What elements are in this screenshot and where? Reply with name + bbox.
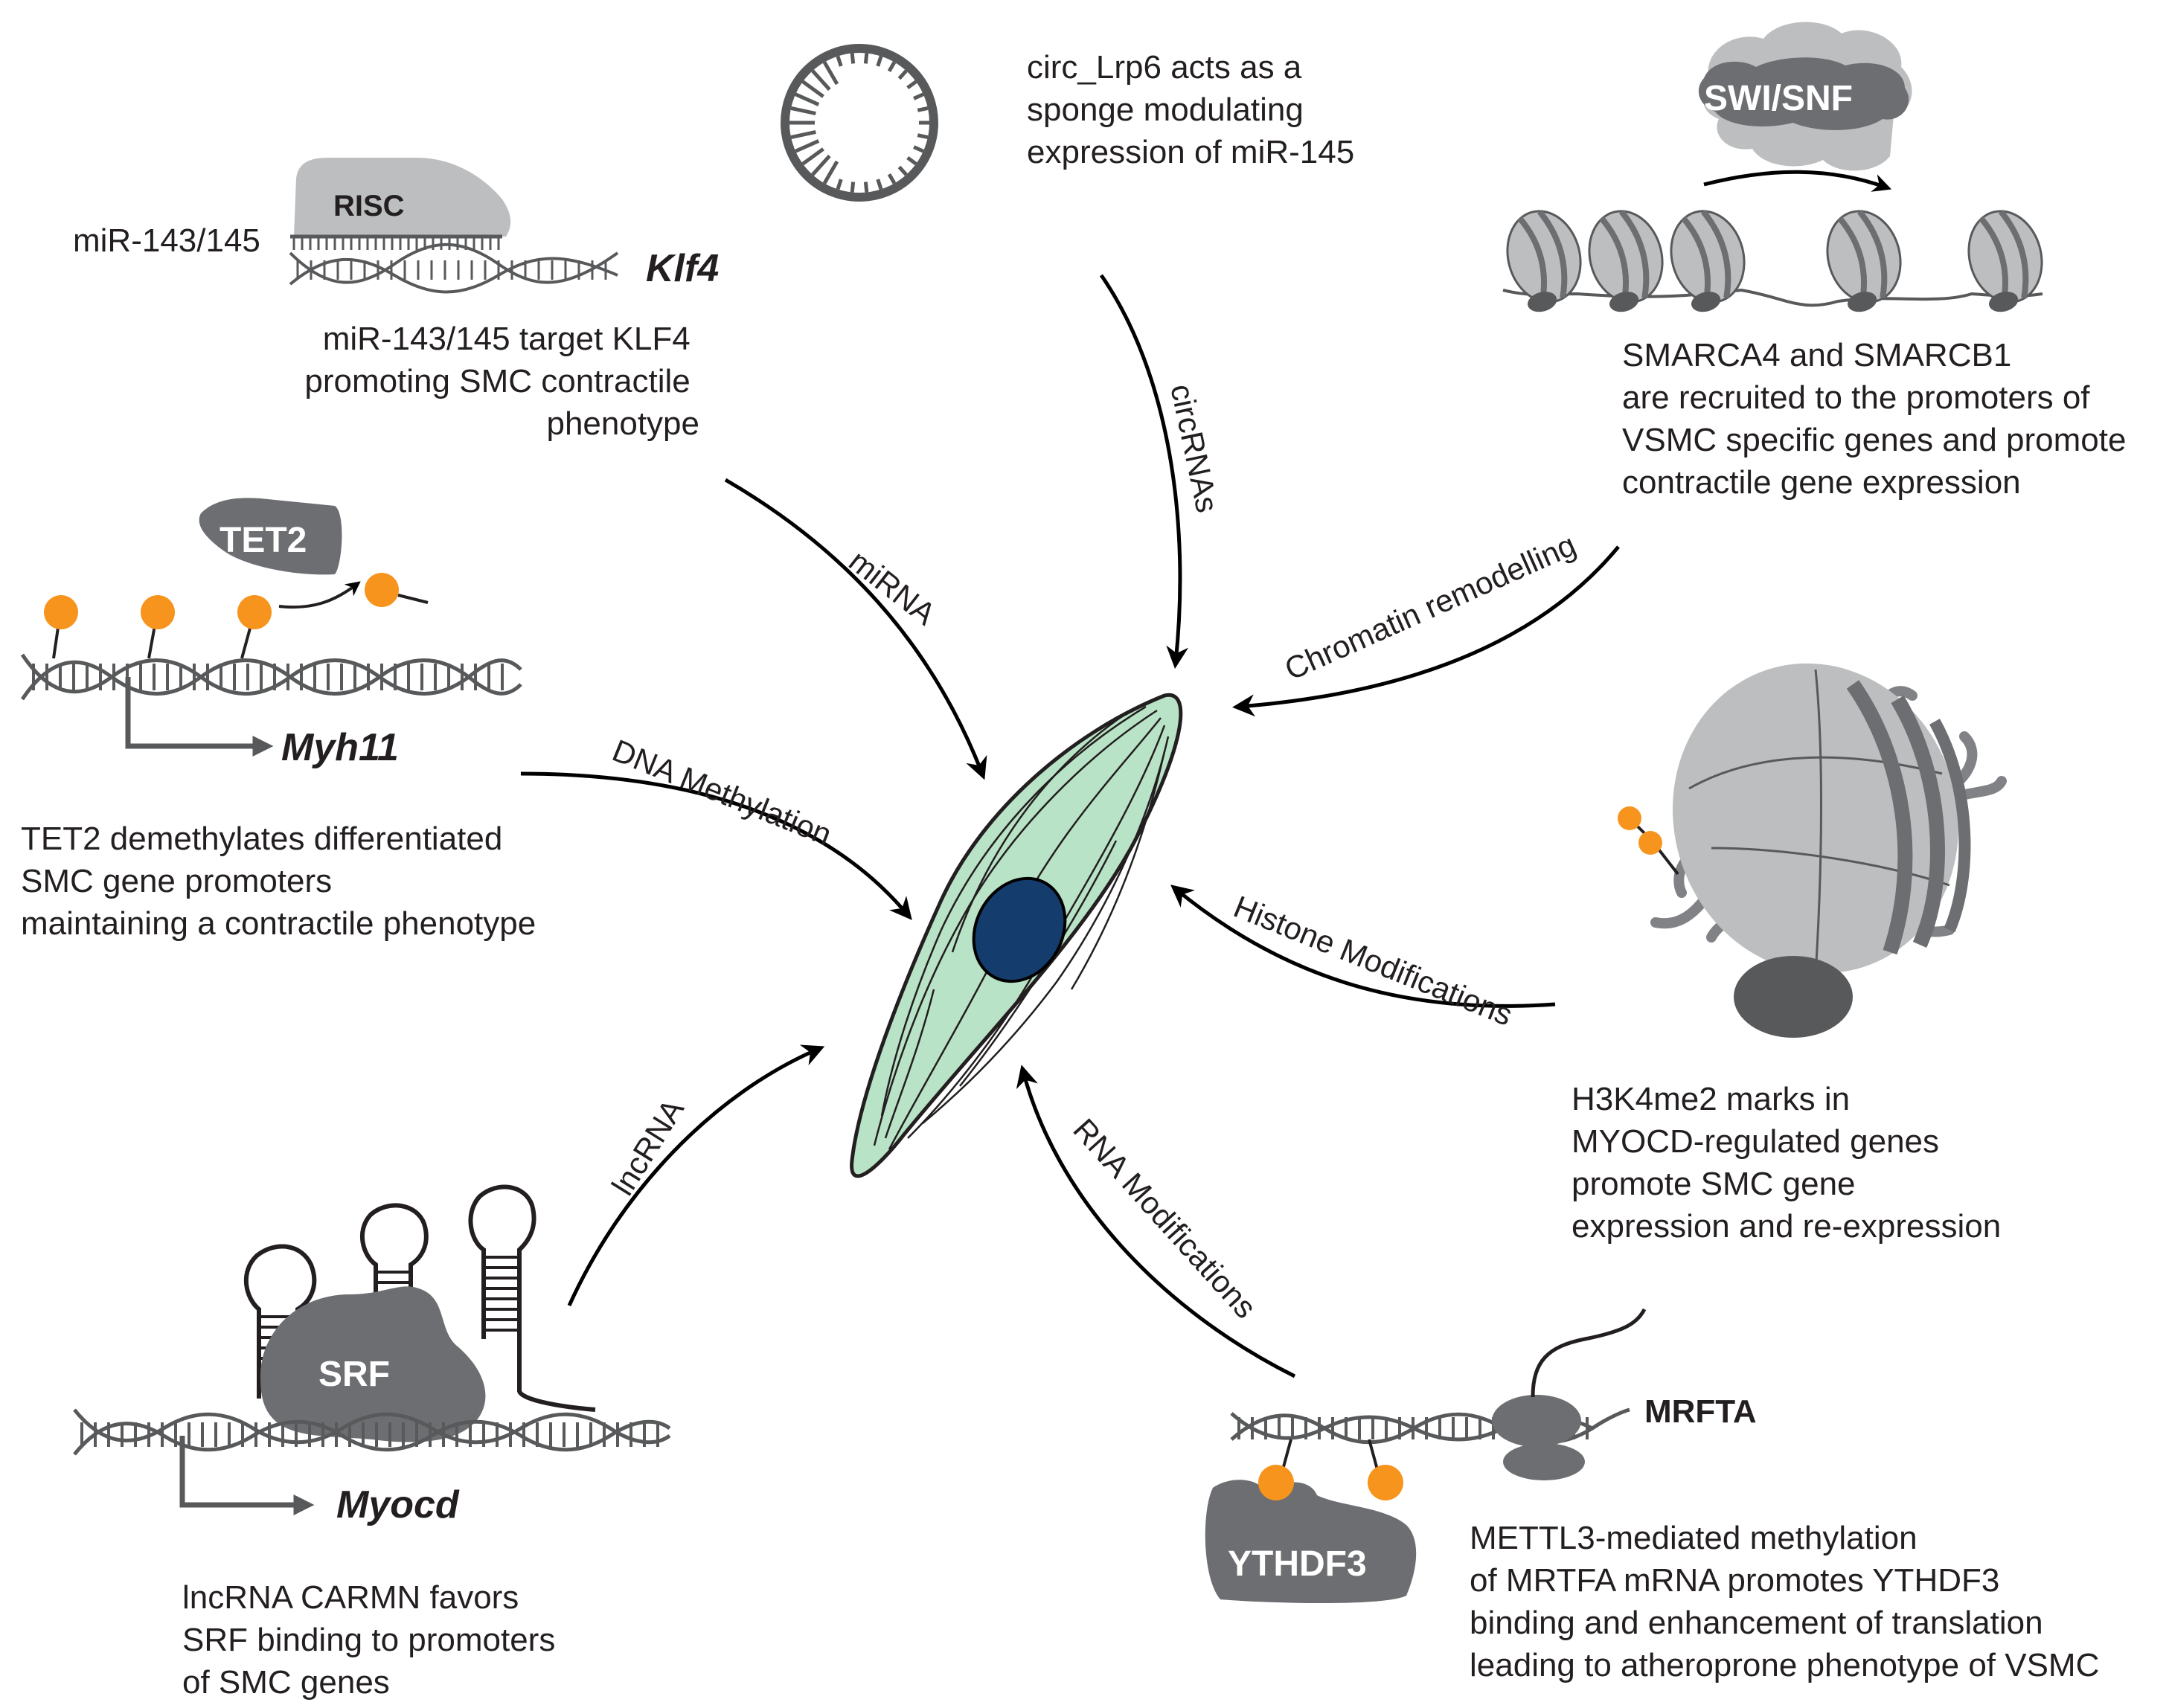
nucleosome (1506, 209, 1582, 312)
histone-modifications-arrow-label: Histone Modifications (1229, 889, 1518, 1033)
arrows (520, 274, 1620, 1378)
klf4-gene-label: Klf4 (646, 247, 719, 290)
lncrna-caption: lncRNA CARMN favors SRF binding to promo… (182, 1579, 565, 1701)
rna-modifications-module: MRFTA YTHDF3 METTL3-mediated methylation… (1205, 1308, 2099, 1683)
mrfta-label: MRFTA (1644, 1393, 1757, 1430)
circrna-bases (789, 53, 929, 193)
dna-methylation-module: TET2 Myh11 TET2 demethylates differentia… (20, 498, 536, 942)
nascent-peptide (1531, 1308, 1647, 1398)
mirna-caption: miR-143/145 target KLF4 promoting SMC co… (304, 321, 699, 442)
m6a-marks (1258, 1439, 1403, 1500)
circrna-module: circ_Lrp6 acts as a sponge modulating ex… (781, 44, 1354, 202)
myocd-gene-label: Myocd (336, 1483, 460, 1526)
ribosome (1492, 1395, 1585, 1480)
mirna-base-pairs (292, 237, 607, 280)
methyl-group (44, 595, 78, 629)
rna-modifications-arrow (1016, 1065, 1296, 1378)
circrna-arrow-label: circRNAs (1164, 381, 1225, 516)
circrna-ring (781, 44, 938, 202)
chromatin-remodelling-arrow-label: Chromatin remodelling (1280, 527, 1581, 687)
methyl-group (1638, 831, 1662, 855)
remodelling-arrow (1703, 170, 1892, 192)
methyl-groups (44, 573, 429, 659)
methyl-group (141, 595, 175, 629)
methyl-group (1618, 806, 1641, 830)
methyl-group (1368, 1465, 1403, 1500)
swi-snf-label: SWI/SNF (1704, 79, 1853, 118)
dna-base-pairs (32, 664, 504, 690)
lncrna-dna-base-pairs (80, 1422, 659, 1447)
histone-methyl-marks (1618, 806, 1679, 876)
myocd-promoter-arrow (179, 1436, 315, 1515)
tet2-label: TET2 (220, 521, 307, 560)
risc-label: RISC (333, 190, 405, 222)
histone-octamer (1673, 663, 1971, 1038)
mirna-target-helix (289, 243, 619, 294)
ythdf3-protein (1205, 1480, 1417, 1603)
circrna-caption: circ_Lrp6 acts as a sponge modulating ex… (1027, 49, 1354, 170)
lncrna-dna-helix (73, 1408, 671, 1456)
lncrna-arrow (567, 1044, 825, 1307)
rna-modifications-caption: METTL3-mediated methylation of MRTFA mRN… (1470, 1520, 2099, 1683)
histone-core-bottom (1734, 956, 1853, 1038)
srf-protein (260, 1286, 486, 1442)
srf-label: SRF (318, 1355, 390, 1394)
histone-modifications-arrow (1170, 884, 1556, 1008)
tet2-enzyme (199, 498, 342, 575)
dna-helix (20, 653, 522, 701)
risc-complex (294, 158, 511, 237)
smooth-muscle-cell (850, 693, 1183, 1178)
mirna-name-label: miR-143/145 (73, 222, 260, 259)
dna-methylation-caption: TET2 demethylates differentiated SMC gen… (21, 821, 536, 942)
removed-methyl-group (365, 573, 399, 607)
nucleosome (1670, 209, 1746, 312)
nucleosomes (1506, 209, 2043, 312)
mirna-module: RISC miR-143/145 Klf4 miR-143/145 target… (73, 158, 719, 442)
nucleosome (1588, 209, 1664, 312)
circrna-arrow (1099, 274, 1189, 669)
dna-methylation-arrow-label: DNA Methylation (608, 733, 837, 853)
mirna-arrow (724, 478, 987, 780)
chromatin-linker-dna (1502, 288, 2043, 307)
lncrna-module: SRF Myocd lncRNA CARMN favors SRF bindin… (73, 1184, 671, 1701)
histone-caption: H3K4me2 marks in MYOCD-regulated genes p… (1572, 1081, 2001, 1245)
chromatin-caption: SMARCA4 and SMARCB1 are recruited to the… (1622, 337, 2136, 501)
swi-snf-complex: SWI/SNF (1698, 22, 1912, 171)
myh11-gene-label: Myh11 (281, 726, 399, 769)
myh11-promoter-arrow (125, 677, 274, 757)
chromatin-remodelling-arrow (1232, 545, 1620, 717)
cell-nucleus (972, 876, 1067, 983)
histone-modifications-module: H3K4me2 marks in MYOCD-regulated genes p… (1572, 663, 2007, 1245)
dna-methylation-arrow (520, 771, 912, 920)
methyl-group (1258, 1465, 1294, 1500)
chromatin-remodelling-module: SWI/SNF SMARCA4 and SMARCB1 are recruite… (1502, 22, 2136, 501)
nucleosome (1826, 209, 1902, 312)
ythdf3-label: YTHDF3 (1228, 1544, 1367, 1584)
nucleosome (1967, 209, 2043, 312)
methyl-group (237, 595, 272, 629)
lncrna-hairpins (243, 1184, 596, 1412)
